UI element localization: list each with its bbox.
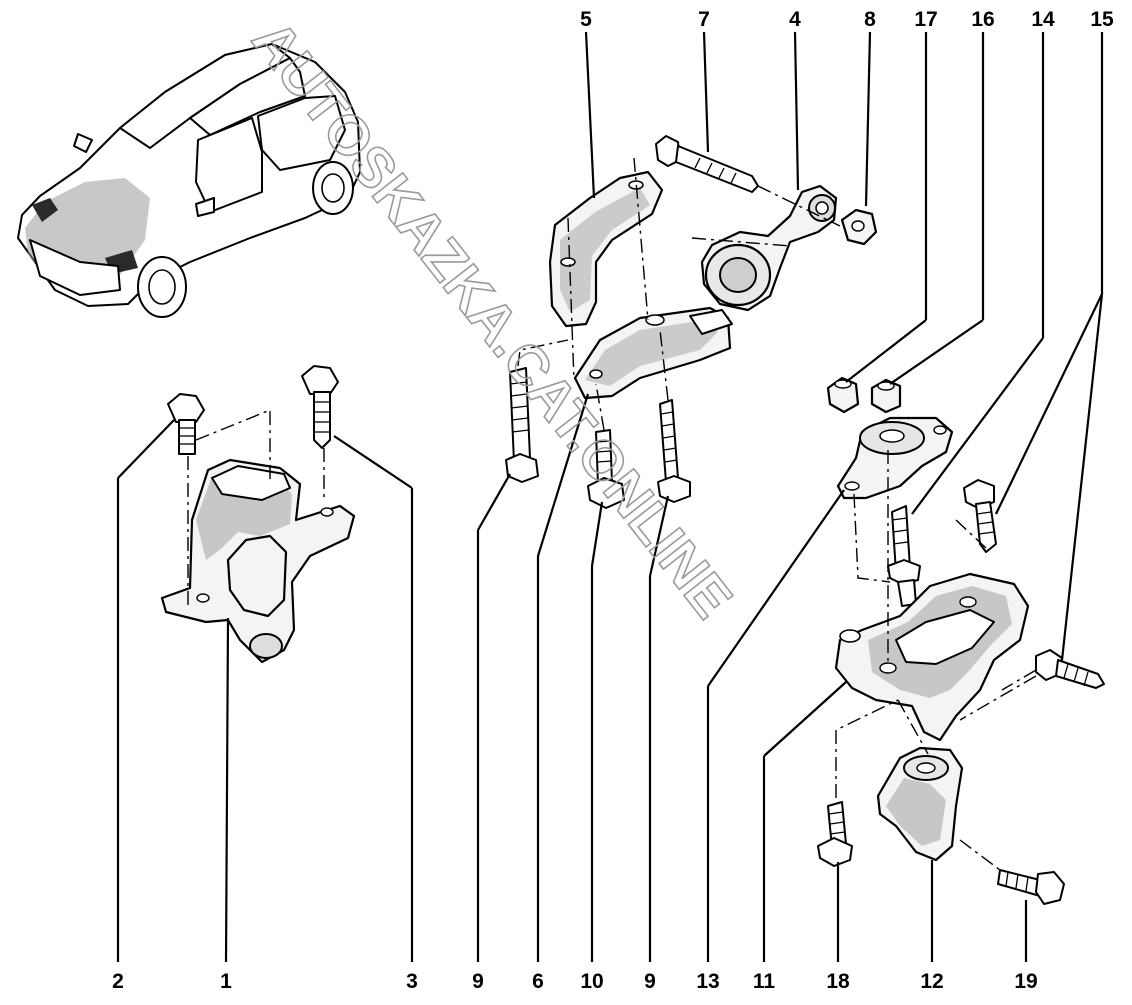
callout-12: 12 bbox=[920, 970, 943, 993]
callout-14: 14 bbox=[1031, 8, 1055, 31]
callout-5: 5 bbox=[580, 8, 592, 31]
part-10-bolt bbox=[587, 429, 625, 509]
part-19-bolt bbox=[997, 869, 1065, 905]
assembly-axes bbox=[187, 157, 1037, 871]
part-14-stud bbox=[887, 505, 921, 607]
callout-8: 8 bbox=[864, 8, 876, 31]
callout-9-left: 9 bbox=[472, 970, 484, 993]
part-15-bolt-upper bbox=[963, 479, 997, 553]
callouts-top: 5 7 4 8 17 16 14 15 bbox=[580, 8, 1114, 31]
part-5-upper-bracket bbox=[548, 170, 664, 328]
callouts-bottom: 2 1 3 9 6 10 9 13 11 18 12 19 bbox=[112, 970, 1038, 993]
part-2-bolt bbox=[167, 393, 205, 455]
part-18-stud bbox=[817, 801, 853, 867]
part-9-bolt-right bbox=[657, 399, 691, 503]
callout-9-right: 9 bbox=[644, 970, 656, 993]
callout-7: 7 bbox=[698, 8, 710, 31]
callout-1: 1 bbox=[220, 970, 232, 993]
callout-4: 4 bbox=[789, 8, 801, 31]
callout-19: 19 bbox=[1014, 970, 1037, 993]
part-13-right-upper-mount bbox=[836, 416, 954, 500]
callout-15: 15 bbox=[1090, 8, 1114, 31]
part-16-nut bbox=[870, 378, 902, 414]
part-7-long-bolt bbox=[655, 135, 759, 193]
part-6-lower-bracket bbox=[573, 306, 733, 400]
callout-10: 10 bbox=[580, 970, 603, 993]
part-8-nut bbox=[840, 208, 878, 246]
callout-11: 11 bbox=[753, 970, 776, 993]
callout-16: 16 bbox=[971, 8, 994, 31]
leader-lines bbox=[116, 31, 1104, 963]
part-1-left-mount bbox=[160, 458, 356, 664]
callout-2: 2 bbox=[112, 970, 124, 993]
vehicle-locator-illustration bbox=[17, 43, 361, 318]
part-11-right-bracket bbox=[834, 572, 1030, 742]
callout-3: 3 bbox=[406, 970, 418, 993]
callout-6: 6 bbox=[532, 970, 544, 993]
part-4-torque-rod bbox=[700, 184, 838, 312]
callout-13: 13 bbox=[696, 970, 719, 993]
part-3-bolt bbox=[301, 365, 339, 449]
part-12-lower-support bbox=[876, 746, 964, 862]
part-15-bolt-lower bbox=[1035, 649, 1105, 689]
part-17-nut bbox=[826, 376, 860, 414]
part-9-bolt-left bbox=[505, 367, 539, 483]
callout-17: 17 bbox=[914, 8, 937, 31]
callout-18: 18 bbox=[826, 970, 850, 993]
